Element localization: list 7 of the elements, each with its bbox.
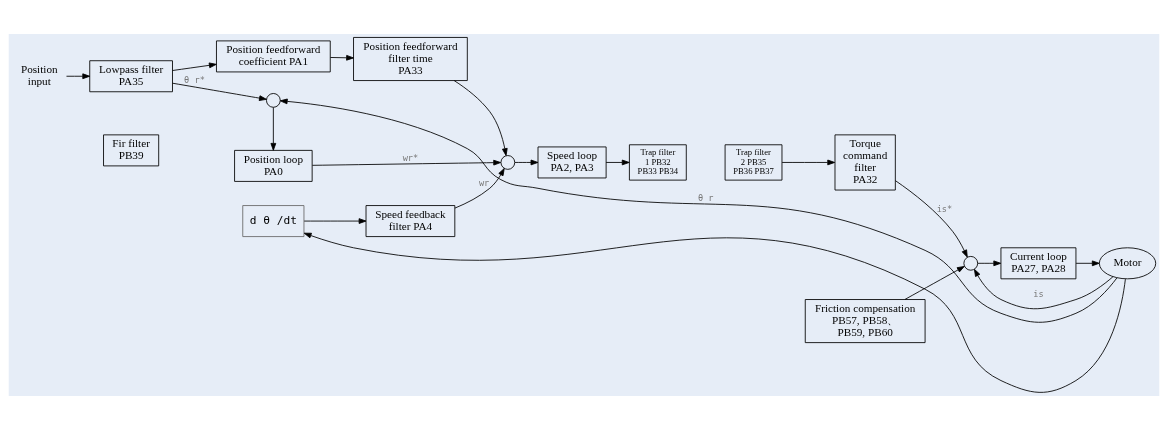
edge-label: wr <box>478 177 490 188</box>
edge-label: θ r <box>697 192 714 203</box>
edge-label: is* <box>936 203 953 214</box>
node-text: Position input <box>20 62 58 87</box>
edge-label: θ r* <box>184 74 205 85</box>
edge-label: is <box>1033 288 1044 299</box>
edge-label: wr* <box>402 152 419 163</box>
